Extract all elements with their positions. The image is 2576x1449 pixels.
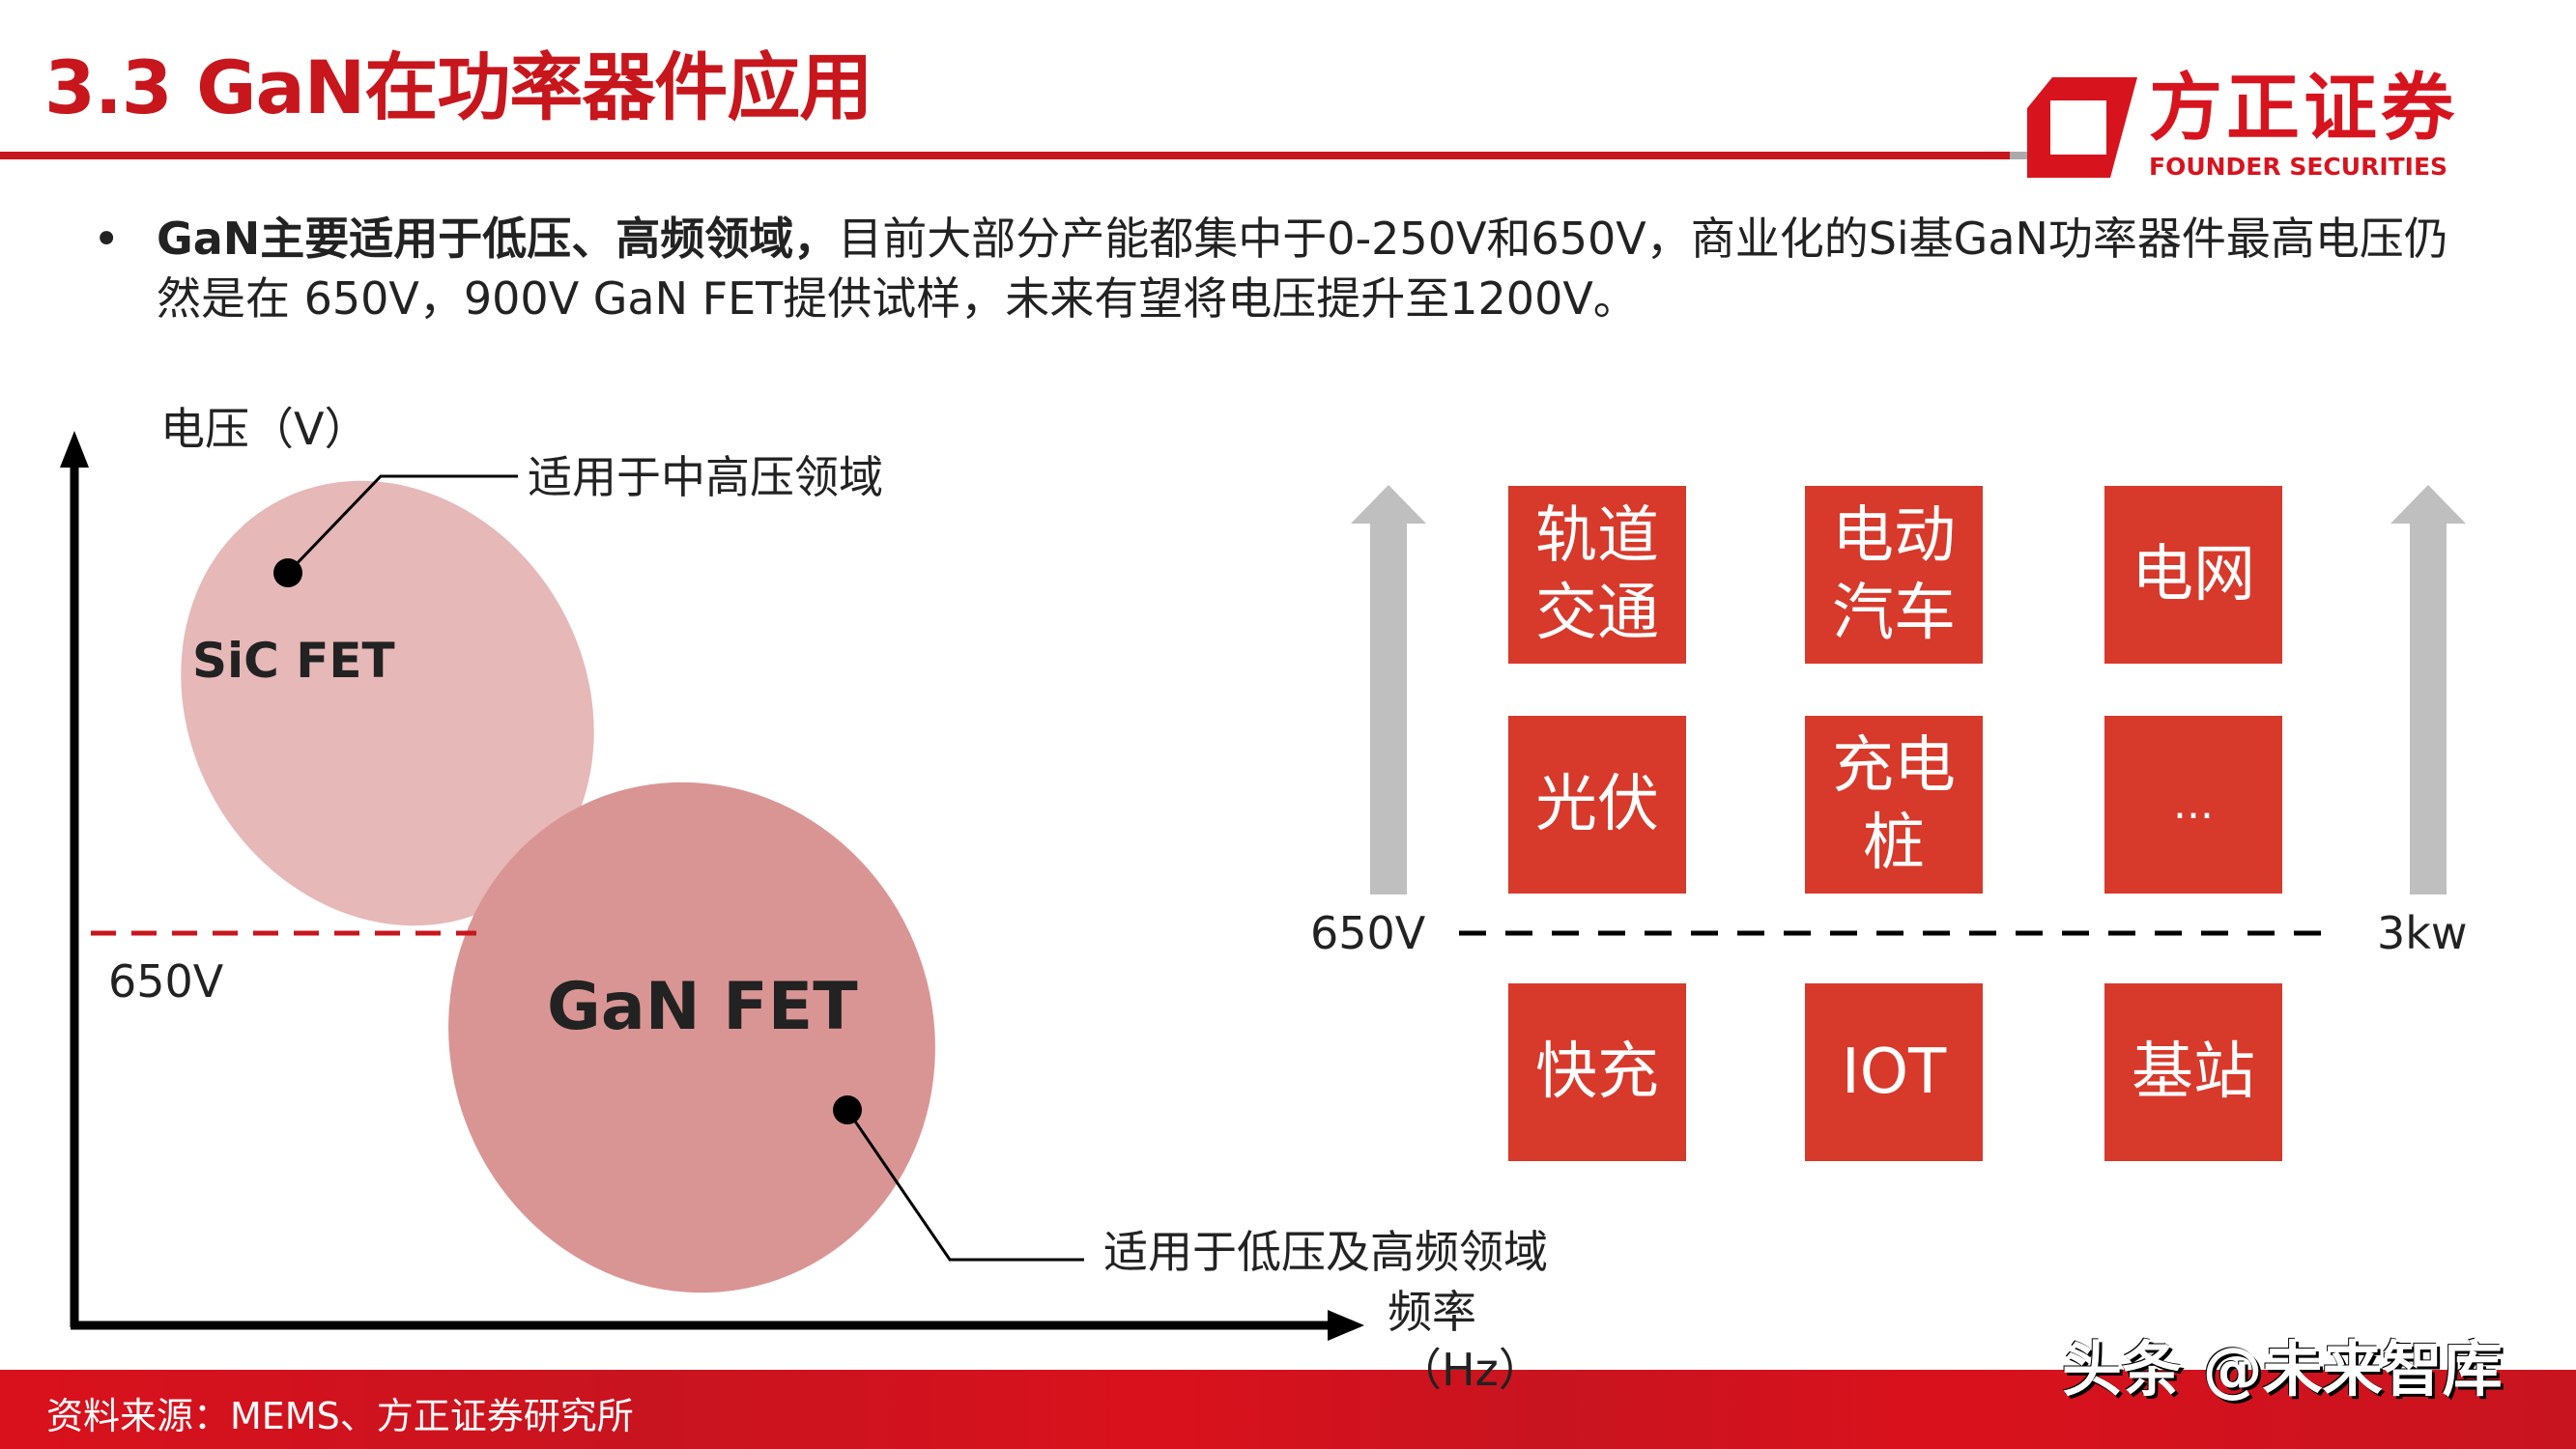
gray-arrow-right-head-icon bbox=[2390, 485, 2466, 524]
bullet-marker: • bbox=[93, 213, 121, 267]
app-iot: IOT bbox=[1805, 983, 1983, 1161]
app-base-station: 基站 bbox=[2104, 983, 2282, 1161]
app-label: 快充 bbox=[1535, 1037, 1659, 1108]
app-grid: 电网 bbox=[2104, 486, 2282, 664]
gan-region bbox=[448, 781, 935, 1293]
app-ev: 电动汽车 bbox=[1805, 486, 1983, 664]
app-pv: 光伏 bbox=[1508, 716, 1686, 894]
y-axis-label: 电压（V） bbox=[160, 403, 369, 455]
company-logo: 方正证券 FOUNDER SECURITIES bbox=[2023, 66, 2458, 185]
sic-callout: 适用于中高压领域 bbox=[528, 451, 883, 503]
app-more: ... bbox=[2104, 716, 2282, 894]
summary-text: GaN主要适用于低压、高频领域，目前大部分产能都集中于0-250V和650V，商… bbox=[157, 209, 2476, 328]
app-label: 充电桩 bbox=[1832, 730, 1956, 879]
sic-label: SiC FET bbox=[192, 633, 395, 689]
y-axis-arrow-icon bbox=[60, 431, 89, 468]
gray-arrow-left-head-icon bbox=[1351, 485, 1426, 524]
logo-mark-icon bbox=[2027, 77, 2137, 178]
gray-arrow-right-shaft bbox=[2410, 522, 2447, 895]
app-charging-pile: 充电桩 bbox=[1805, 716, 1983, 894]
x-axis-label: 频率 bbox=[1388, 1286, 1476, 1338]
app-label: 轨道交通 bbox=[1535, 500, 1659, 649]
gan-callout-line bbox=[845, 1109, 1084, 1262]
title-divider-end bbox=[2010, 152, 2039, 159]
threshold-label: 650V bbox=[108, 955, 224, 1008]
app-fast-charge: 快充 bbox=[1508, 983, 1686, 1161]
footer-bar bbox=[0, 1370, 2576, 1449]
app-label: IOT bbox=[1841, 1037, 1947, 1108]
sic-callout-line bbox=[286, 474, 518, 575]
app-label: 光伏 bbox=[1535, 769, 1659, 840]
summary-body: 目前大部分产能都集中于0-250V和650V，商业化的Si基GaN功率器件最高电… bbox=[157, 213, 2448, 325]
logo-text-en: FOUNDER SECURITIES bbox=[2149, 153, 2448, 181]
app-rail-transit: 轨道交通 bbox=[1508, 486, 1686, 664]
app-label: 电动汽车 bbox=[1832, 500, 1956, 649]
page-title: 3.3 GaN在功率器件应用 bbox=[44, 44, 873, 130]
x-axis-unit: （Hz） bbox=[1397, 1344, 1543, 1396]
source-note: 资料来源：MEMS、方正证券研究所 bbox=[46, 1395, 634, 1437]
x-axis-arrow-icon bbox=[1328, 1310, 1364, 1341]
logo-text-cn: 方正证券 bbox=[2149, 65, 2458, 151]
app-label: 电网 bbox=[2132, 539, 2255, 611]
gan-label: GaN FET bbox=[547, 969, 858, 1045]
summary-bold: GaN主要适用于低压、高频领域， bbox=[157, 213, 839, 265]
watermark: 头条 @未来智库 bbox=[2062, 1334, 2503, 1405]
sic-region bbox=[181, 480, 594, 926]
apps-left-label: 650V bbox=[1310, 907, 1426, 959]
app-label: 基站 bbox=[2132, 1037, 2255, 1108]
title-divider bbox=[0, 152, 2019, 159]
gan-callout: 适用于低压及高频领域 bbox=[1103, 1226, 1548, 1278]
apps-right-label: 3kw bbox=[2377, 907, 2468, 959]
app-label: ... bbox=[2173, 780, 2214, 829]
gray-arrow-left-shaft bbox=[1370, 522, 1407, 895]
